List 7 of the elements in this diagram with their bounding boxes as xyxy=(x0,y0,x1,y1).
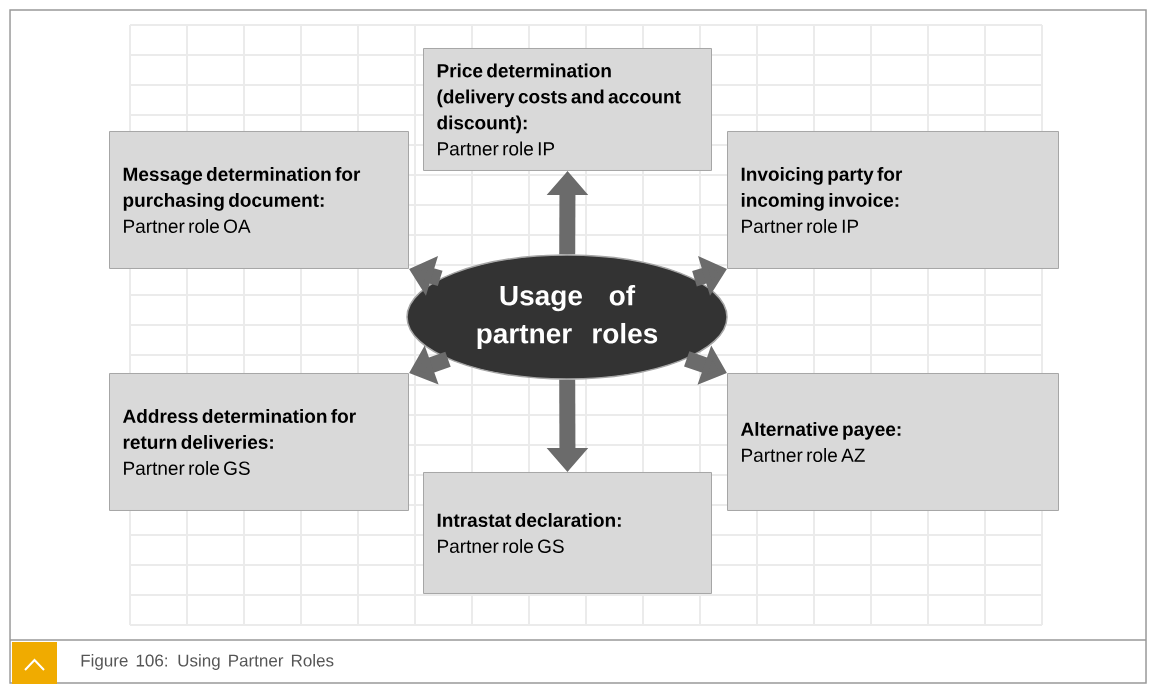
text-box: Price determination (delivery costs and account discount): Partner role IP xyxy=(423,48,712,171)
text-box: Invoicing party for incoming invoice: Partner role IP xyxy=(727,131,1059,269)
figure-caption: Figure 106: Using Partner Roles xyxy=(81,654,334,670)
text-box: Intrastat declaration: Partner role GS xyxy=(423,472,712,594)
text-box: Alternative payee: Partner role AZ xyxy=(727,373,1059,511)
text-box: Address determination for return deliveries: Partner role GS xyxy=(109,373,409,511)
text-box: Message determination for purchasing document: Partner role OA xyxy=(109,131,409,269)
